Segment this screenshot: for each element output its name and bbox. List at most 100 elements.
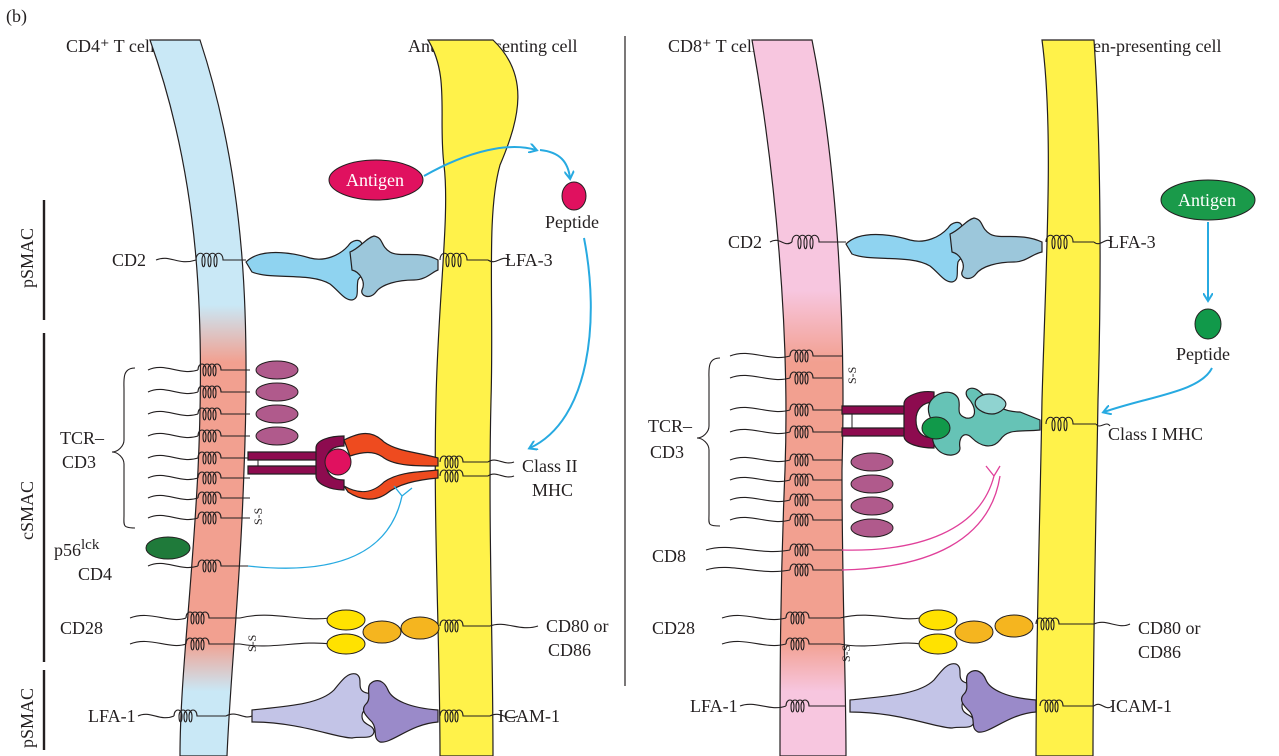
right-tcr-ss-label: S-S [845,367,859,384]
right-cd80-label-2: CD86 [1138,642,1181,662]
left-cd28-oval-top [326,609,366,631]
lfa1-molecule [251,673,379,739]
right-tcr-label: TCR– [648,416,693,436]
right-peptide-arrow [1104,367,1213,412]
left-cd3-oval-1 [255,360,299,380]
right-tcr-brace [696,357,721,527]
right-tcr-cup [903,391,935,449]
cd4-t-cell-membrane [149,39,247,756]
class-ii-mhc-beta [343,469,439,500]
left-cd28-label: CD28 [60,618,103,638]
left-antigen-arrow-2 [539,149,570,178]
right-cd3-oval-1 [850,452,894,472]
right-cd80-tail [1093,621,1131,627]
left-mhc-label-1: Class II [522,456,578,476]
right-cd28-oval-bottom [918,633,958,655]
right-lfa1-molecule [849,663,979,729]
left-mhc2-peptide [324,448,352,476]
right-cd3-label: CD3 [650,442,684,462]
cd4-t-cell-label: CD4⁺ T cell [66,36,155,56]
right-lfa3-label: LFA-3 [1108,232,1156,252]
right-cd80-oval-2 [994,614,1034,638]
right-peptide-oval [1194,308,1222,340]
right-lfa1-label: LFA-1 [690,696,738,716]
left-cd3-oval-2 [255,382,299,402]
class-ii-tails [487,459,515,478]
class-i-tail [1095,423,1111,427]
right-lfa3-molecule [949,217,1043,280]
left-tcr-cd3-chains [147,363,250,525]
left-lfa1-tail [137,713,175,719]
csmac-label: cSMAC [17,481,37,540]
right-peptide-label: Peptide [1176,344,1230,364]
right-icam1-molecule [960,670,1037,733]
lfa3-tail [487,257,511,263]
left-lfa1-stalk [225,713,253,718]
right-antigen-ellipse [1160,179,1256,221]
left-cd2-coil [195,252,246,268]
cd8-coreceptor-lines [841,465,1001,571]
left-cd28-tails [129,614,187,646]
right-icam1-label: ICAM-1 [1110,696,1172,716]
right-cd2-label: CD2 [728,232,762,252]
left-peptide-label: Peptide [545,212,599,232]
right-lfa3-coil [1045,234,1094,250]
left-tcr-bar-bottom [247,465,319,475]
left-cd80-label-2: CD86 [548,640,591,660]
left-cd80-oval-1 [362,620,402,644]
left-antigen-ellipse [328,159,424,201]
right-cd28-label: CD28 [652,618,695,638]
right-cd3-oval-4 [850,518,894,538]
left-lfa3-label: LFA-3 [505,250,553,270]
left-cd2-label: CD2 [112,250,146,270]
right-cd28-tails [721,614,787,647]
left-antigen-label: Antigen [346,170,404,190]
psmac-bottom-label: pSMAC [17,688,37,748]
right-cd8-label: CD8 [652,546,686,566]
right-lfa3-tail [1093,239,1113,245]
left-peptide-arrow [530,237,592,448]
left-tcr-brace [111,367,136,529]
p56lck-oval [145,536,191,560]
lfa3-molecule [349,235,439,298]
icam1-tail [489,713,519,719]
p56-superscript: lck [81,537,100,553]
left-mhc-label-2: MHC [532,480,573,500]
right-cd28-coils [785,611,840,651]
p56-base: p56 [54,540,81,560]
right-cd3-oval-3 [850,496,894,516]
icam1-molecule [362,680,439,743]
class-i-mhc [927,387,1041,456]
left-peptide-oval [561,181,587,211]
left-tcr-label: TCR– [60,428,105,448]
left-cd28-stalks [239,614,331,647]
class-i-coil [1045,416,1096,432]
left-cd4-tail [147,562,199,568]
right-apc-membrane [1035,39,1101,756]
cd4-coreceptor-line [247,485,413,569]
cd8-t-cell-label: CD8⁺ T cell [668,36,757,56]
right-antigen-label: Antigen [1178,190,1236,210]
right-cd28-oval-top [918,609,958,631]
right-cd80-label-1: CD80 or [1138,618,1201,638]
left-icam1-label: ICAM-1 [498,706,560,726]
left-antigen-arrow [423,147,536,177]
right-cd2-tail [769,239,793,245]
icam1-coil [439,709,490,723]
left-cd28-coils [185,611,240,651]
right-cd8-coils [789,543,842,577]
left-tcr-ss-label: S-S [251,508,265,525]
right-icam1-coil [1039,699,1094,713]
right-cd3-oval-2 [850,474,894,494]
left-cd3-label: CD3 [62,452,96,472]
right-tcr-bar-top [841,405,907,415]
p56lck-label: p56lck [54,537,100,560]
right-cd2-coil [791,234,846,250]
panel-label: (b) [6,6,27,27]
left-cd3-oval-3 [255,404,299,424]
left-tcr-bar-top [247,451,319,461]
right-tcr-bar-bottom [841,427,907,437]
class-ii-coil [439,455,488,483]
left-cd28-oval-bottom [326,633,366,655]
left-cd2-tail [155,257,197,263]
